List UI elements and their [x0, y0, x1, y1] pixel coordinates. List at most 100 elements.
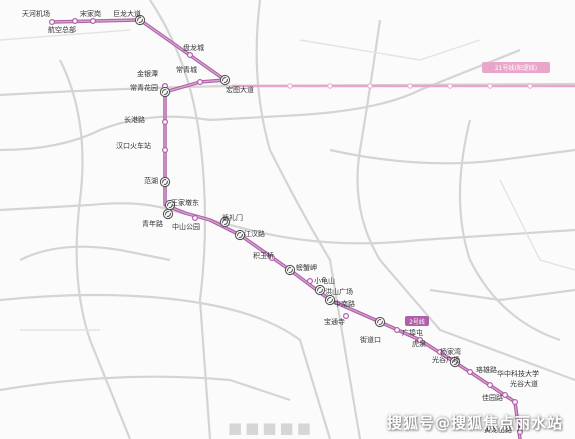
station-label-s01: 天河机场	[22, 9, 50, 18]
station-label-s22: 中南路	[334, 299, 355, 308]
interchange-arrows-icon	[162, 89, 168, 95]
line2-highlight	[51, 19, 521, 439]
bg-thin-b	[299, 39, 481, 61]
station-dot-icon	[269, 255, 276, 262]
station-dot-icon	[162, 147, 169, 154]
station-label-s19: 螃蟹岬	[296, 263, 317, 272]
bg-line-k	[329, 148, 575, 165]
interchange-ring-icon	[219, 216, 231, 228]
interchange-arrows-icon	[317, 287, 323, 293]
bg-line-f	[255, 0, 362, 439]
station-dot-icon	[394, 327, 401, 334]
interchange-ring-icon	[162, 208, 174, 220]
interchange-ring-icon	[219, 74, 231, 86]
station-label-s33: 黄龙山路	[484, 425, 512, 434]
interchange-arrows-icon	[165, 211, 171, 217]
bg-thin-a	[0, 29, 131, 41]
bg-line-b	[0, 48, 521, 152]
station-dot-icon	[516, 429, 523, 436]
ghost-block: ■■■■■	[228, 419, 314, 437]
interchange-arrows-icon	[377, 319, 383, 325]
station-label-s23: 宝通寺	[324, 317, 345, 326]
station-label-s05: 盘龙城	[183, 43, 204, 52]
line21-badge: 21号线(阳逻线)	[482, 62, 550, 73]
station-dot-icon	[162, 118, 169, 125]
line2-markers	[48, 14, 523, 436]
line21-badge-pill	[482, 62, 550, 73]
station-dot-icon	[187, 51, 194, 58]
bg-line-d	[59, 59, 132, 439]
interchange-ring-icon	[159, 176, 171, 188]
station-label-s24: 街道口	[360, 335, 381, 344]
station-label-s15: 中山公园	[172, 222, 200, 231]
bg-line-e	[149, 0, 212, 439]
station-label-s32: 佳园路	[482, 393, 503, 402]
interchange-arrows-icon	[327, 297, 333, 303]
station-label-s13: 王家墩东	[171, 198, 199, 207]
station-label-s09: 常青花园	[130, 83, 158, 92]
interchange-ring-icon	[284, 264, 296, 276]
station-dot-icon	[307, 278, 314, 285]
station-dot-icon	[511, 399, 518, 406]
interchange-ring-icon	[159, 86, 171, 98]
interchange-arrows-icon	[162, 179, 168, 185]
interchange-ring-icon	[234, 229, 246, 241]
station-dot-icon	[197, 78, 204, 85]
station-dot-icon	[417, 337, 424, 344]
station-label-s20: 小龟山	[314, 276, 335, 285]
interchange-ring-icon	[324, 294, 336, 306]
station-label-s02: 航空总部	[48, 25, 76, 34]
bg-line-i	[458, 119, 561, 342]
interchange-arrows-icon	[287, 267, 293, 273]
station-label-s12: 范湖	[144, 176, 158, 185]
station-label-s03: 宋家岗	[80, 9, 101, 18]
bottom-ghost-area: ■■■■■	[228, 419, 314, 437]
interchange-arrows-icon	[452, 359, 458, 365]
line2-badge-text: 2号线	[409, 318, 425, 326]
background-lines-thin	[0, 29, 575, 331]
bg-line-a	[0, 82, 575, 97]
line2-track	[50, 18, 522, 439]
station-dot-icon	[437, 349, 444, 356]
station-label-s04: 巨龙大道	[113, 9, 141, 18]
interchange-arrows-icon	[137, 17, 143, 23]
interchange-arrows-icon	[222, 77, 228, 83]
interchange-ring-icon	[314, 284, 326, 296]
bg-line-l	[19, 245, 171, 262]
station-label-s11: 汉口火车站	[116, 141, 151, 150]
station-dot-icon	[467, 369, 474, 376]
station-label-s18: 积玉桥	[253, 251, 274, 260]
station-label-s17: 江汉路	[244, 229, 265, 238]
station-label-s28: 光谷广场	[432, 355, 460, 364]
station-label-s10: 长港路	[124, 115, 145, 124]
bg-line-g	[356, 19, 575, 382]
line2-badge: 2号线	[405, 316, 429, 326]
bg-line-m	[429, 288, 575, 302]
watermark: 搜狐号@搜狐焦点丽水站	[386, 414, 563, 432]
station-label-s30: 华中科技大学	[497, 369, 539, 378]
station-dot-icon	[192, 215, 199, 222]
station-label-s14: 青年路	[142, 219, 163, 228]
interchange-arrows-icon	[167, 202, 173, 208]
station-dot-icon	[48, 19, 55, 26]
interchange-ring-icon	[134, 14, 146, 26]
station-label-s25: 广埠屯	[402, 328, 423, 337]
station-label-s07: 常青城	[176, 65, 197, 74]
line2-badge-pill	[405, 316, 429, 326]
bg-thin-c	[499, 179, 575, 271]
interchange-arrows-icon	[222, 219, 228, 225]
station-label-s06: 宏图大道	[226, 85, 254, 94]
interchange-ring-icon	[374, 316, 386, 328]
station-label-s29: 珞雄路	[476, 365, 497, 374]
interchange-arrows-icon	[237, 232, 243, 238]
station-label-s26: 虎泉	[412, 339, 426, 348]
station-dot-icon	[502, 392, 509, 399]
line21-ticks	[287, 83, 533, 89]
interchange-ring-icon	[449, 356, 461, 368]
station-label-s08: 金银潭	[137, 69, 158, 78]
bg-line-h	[0, 293, 332, 439]
